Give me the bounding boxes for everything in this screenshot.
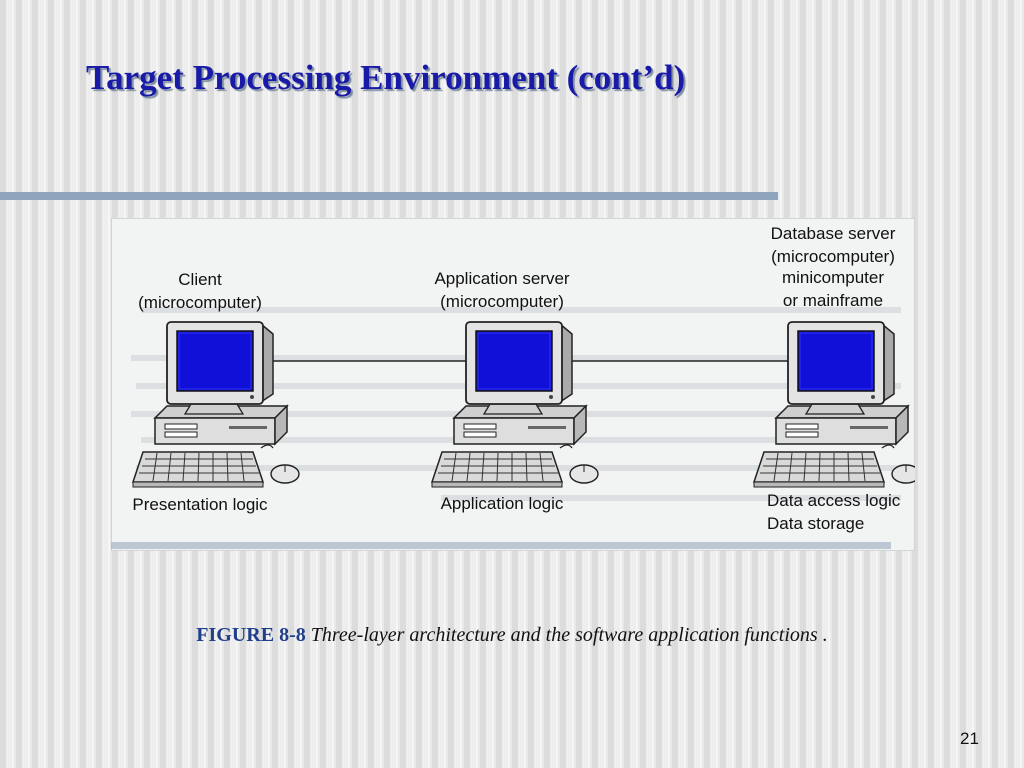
client-label: Client (178, 270, 222, 289)
db-server-label: Database server (771, 224, 896, 243)
figure-caption: FIGURE 8-8 Three-layer architecture and … (0, 624, 1024, 647)
title-divider (0, 192, 778, 200)
figure-label: FIGURE 8-8 (196, 624, 306, 646)
app-server-label: Application server (434, 269, 569, 288)
figure-bottom-rule (111, 542, 891, 549)
app-server-type-label: (microcomputer) (440, 292, 564, 311)
app-server-function-label: Application logic (441, 494, 564, 513)
three-layer-diagram: Client (microcomputer) Presentation logi… (131, 224, 915, 533)
architecture-figure: Client (microcomputer) Presentation logi… (111, 218, 915, 551)
page-number: 21 (960, 729, 979, 748)
db-server-type-label: (microcomputer) (771, 247, 895, 266)
client-type-label: (microcomputer) (138, 293, 262, 312)
database-server-computer-icon (753, 321, 915, 488)
db-server-function-label: Data access logic (767, 491, 901, 510)
application-server-computer-icon (431, 321, 599, 488)
figure-caption-text: Three-layer architecture and the softwar… (310, 624, 828, 646)
db-server-type3-label: or mainframe (783, 291, 883, 310)
db-server-function2-label: Data storage (767, 514, 864, 533)
client-function-label: Presentation logic (132, 495, 268, 514)
client-computer-icon (132, 321, 300, 488)
db-server-type2-label: minicomputer (782, 268, 884, 287)
slide-title: Target Processing Environment (cont’d) (86, 58, 686, 97)
